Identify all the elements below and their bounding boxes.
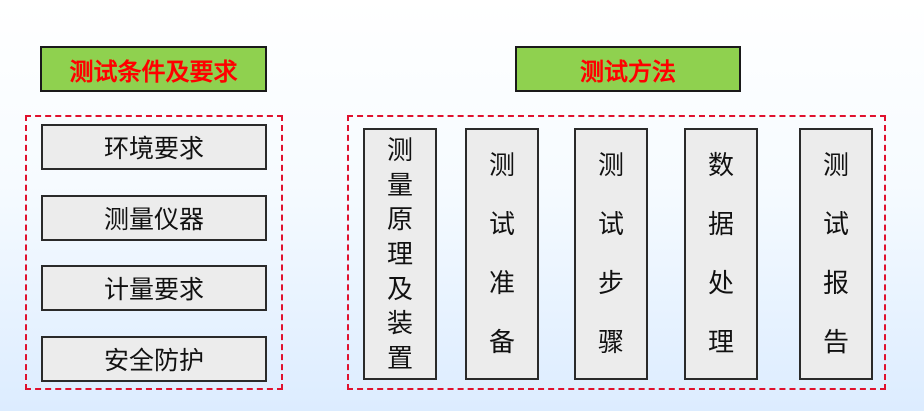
method-char: 测 [488, 150, 515, 181]
condition-instruments: 测量仪器 [41, 195, 267, 241]
method-char: 告 [822, 327, 849, 358]
method-char: 准 [488, 268, 515, 299]
method-char: 测 [822, 150, 849, 181]
method-char: 据 [707, 209, 734, 240]
method-char: 步 [597, 268, 624, 299]
condition-safety: 安全防护 [41, 336, 267, 382]
methods-header: 测试方法 [515, 46, 741, 92]
condition-metrology: 计量要求 [41, 265, 267, 311]
method-char: 原 [386, 205, 413, 236]
method-preparation: 测 试 准 备 [465, 128, 539, 380]
method-char: 置 [386, 343, 413, 374]
method-procedure: 测 试 步 骤 [574, 128, 648, 380]
method-char: 装 [386, 309, 413, 340]
method-char: 数 [707, 150, 734, 181]
method-report: 测 试 报 告 [799, 128, 873, 380]
method-char: 及 [386, 274, 413, 305]
method-char: 处 [707, 268, 734, 299]
conditions-header: 测试条件及要求 [40, 46, 267, 92]
method-char: 测 [386, 136, 413, 166]
method-char: 理 [707, 327, 734, 358]
method-char: 试 [822, 209, 849, 240]
method-char: 量 [386, 170, 413, 201]
conditions-group [25, 115, 283, 390]
method-char: 测 [597, 150, 624, 181]
methods-group [347, 115, 886, 390]
method-char: 理 [386, 239, 413, 270]
condition-environment: 环境要求 [41, 124, 267, 170]
method-char: 备 [488, 327, 515, 358]
method-char: 骤 [597, 327, 624, 358]
method-char: 试 [488, 209, 515, 240]
method-char: 试 [597, 209, 624, 240]
method-data-processing: 数 据 处 理 [684, 128, 758, 380]
method-principle-and-setup: 测 量 原 理 及 装 置 [363, 128, 437, 380]
method-char: 报 [822, 268, 849, 299]
